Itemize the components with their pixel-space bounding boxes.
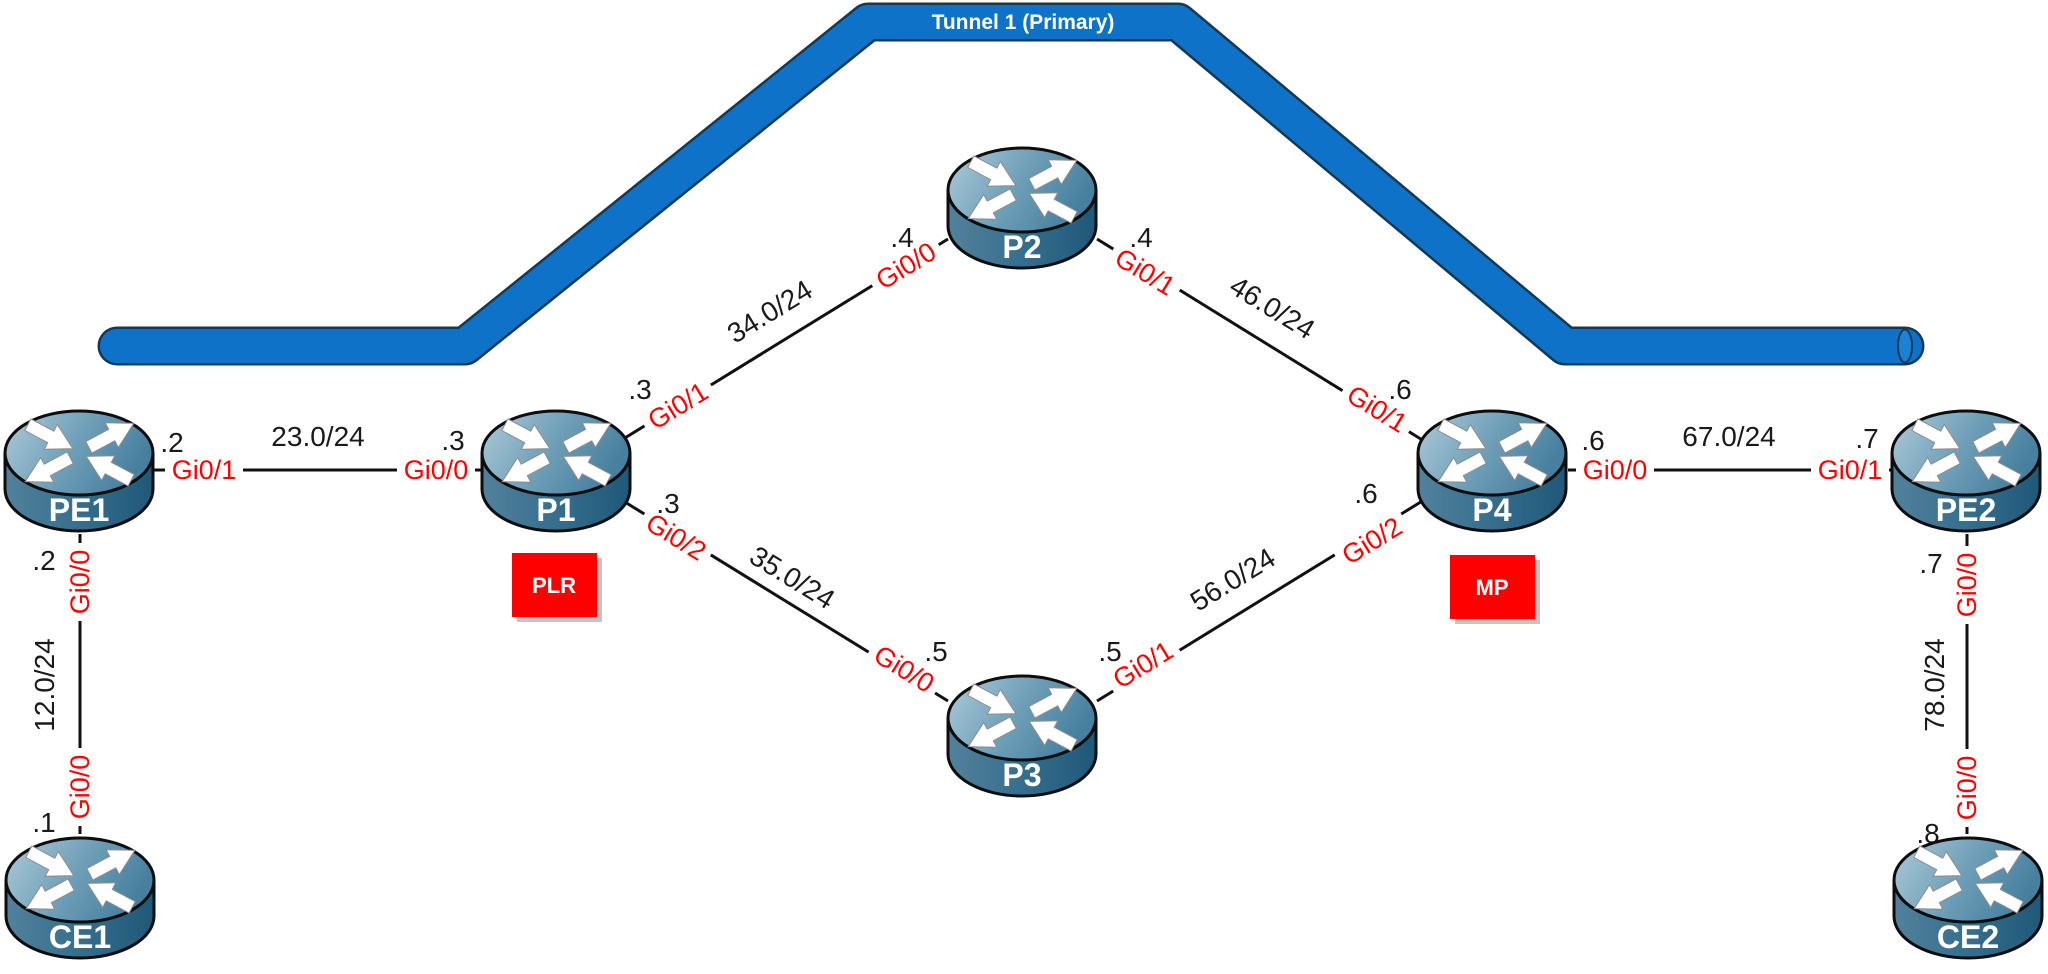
router-name-pe1: PE1 (49, 492, 109, 528)
router-ce2: CE2 (1894, 838, 2042, 958)
svg-text:Gi0/1: Gi0/1 (643, 376, 714, 435)
svg-text:Gi0/0: Gi0/0 (404, 455, 469, 485)
role-badge-plr-label: PLR (532, 573, 576, 598)
ip-p4-gi00: .6 (1581, 425, 1604, 456)
svg-text:Gi0/0: Gi0/0 (1583, 455, 1648, 485)
svg-text:Gi0/0: Gi0/0 (65, 550, 95, 615)
interface-label-pe1-gi01: Gi0/1 (165, 455, 243, 485)
router-name-p4: P4 (1472, 492, 1511, 528)
router-name-ce1: CE1 (49, 919, 111, 955)
router-name-p2: P2 (1002, 229, 1041, 265)
ip-p2-gi00: .4 (890, 222, 913, 253)
router-ce1: CE1 (6, 838, 154, 958)
subnet-label-12: 12.0/24 (29, 638, 60, 731)
router-p3: P3 (948, 676, 1096, 796)
ip-labels: .2 .3 .3 .4 .4 .6 .3 .5 .5 .6 .6 .7 .2 .… (32, 222, 1942, 849)
router-pe1: PE1 (5, 411, 153, 531)
mpls-te-tunnel: Tunnel 1 (Primary) (97, 2, 1925, 366)
router-name-ce2: CE2 (1937, 919, 1999, 955)
routers: PE1 P1 P2 P3 P4 PE2 CE1 CE2 (5, 148, 2042, 958)
svg-text:Gi0/0: Gi0/0 (65, 755, 95, 820)
ip-pe1-gi00: .2 (32, 545, 55, 576)
ip-p2-gi01: .4 (1129, 222, 1152, 253)
subnet-label-23: 23.0/24 (271, 421, 364, 452)
interface-label-ce2-gi00: Gi0/0 (1952, 749, 1982, 827)
svg-text:Gi0/2: Gi0/2 (1337, 511, 1408, 570)
ip-p3-gi00: .5 (924, 636, 947, 667)
ip-pe2-gi00: .7 (1919, 548, 1942, 579)
interface-label-ce1-gi00: Gi0/0 (65, 748, 95, 826)
interface-label-pe2-gi00: Gi0/0 (1952, 546, 1982, 624)
subnet-label-46: 46.0/24 (1224, 270, 1320, 345)
ip-ce1-gi00: .1 (32, 807, 55, 838)
svg-text:Gi0/1: Gi0/1 (172, 455, 237, 485)
interface-label-p4-gi02: Gi0/2 (1331, 508, 1413, 574)
ip-p1-gi00: .3 (441, 425, 464, 456)
role-badge-plr: PLR (512, 553, 602, 622)
svg-text:Gi0/0: Gi0/0 (1952, 756, 1982, 821)
interface-label-pe1-gi00: Gi0/0 (65, 543, 95, 621)
router-p2: P2 (948, 148, 1096, 268)
svg-text:Gi0/1: Gi0/1 (1818, 455, 1883, 485)
ip-p1-gi02: .3 (656, 488, 679, 519)
role-badge-mp: MP (1450, 555, 1540, 624)
role-badges: PLR MP (512, 553, 1540, 624)
router-name-p1: P1 (536, 492, 575, 528)
subnet-label-78: 78.0/24 (1919, 638, 1950, 731)
interface-label-p1-gi00: Gi0/0 (397, 455, 475, 485)
ip-pe1-gi01: .2 (160, 427, 183, 458)
tunnel-label: Tunnel 1 (Primary) (932, 11, 1115, 34)
router-p1: P1 (482, 411, 630, 531)
subnet-label-67: 67.0/24 (1682, 421, 1775, 452)
tunnel-tube (100, 5, 1922, 363)
svg-text:Gi0/0: Gi0/0 (1952, 553, 1982, 618)
interface-label-p4-gi00: Gi0/0 (1576, 455, 1654, 485)
tunnel-end-cap (1897, 328, 1913, 364)
subnet-label-56: 56.0/24 (1185, 542, 1281, 617)
subnet-label-34: 34.0/24 (722, 274, 818, 349)
router-name-p3: P3 (1002, 757, 1041, 793)
router-name-pe2: PE2 (1936, 492, 1996, 528)
router-pe2: PE2 (1892, 411, 2040, 531)
interface-label-pe2-gi01: Gi0/1 (1811, 455, 1889, 485)
ip-pe2-gi01: .7 (1855, 423, 1878, 454)
ip-p1-gi01: .3 (628, 374, 651, 405)
ip-p4-gi02: .6 (1354, 478, 1377, 509)
ip-p4-gi01: .6 (1388, 374, 1411, 405)
role-badge-mp-label: MP (1476, 575, 1509, 600)
ip-p3-gi01: .5 (1098, 636, 1121, 667)
router-p4: P4 (1418, 411, 1566, 531)
